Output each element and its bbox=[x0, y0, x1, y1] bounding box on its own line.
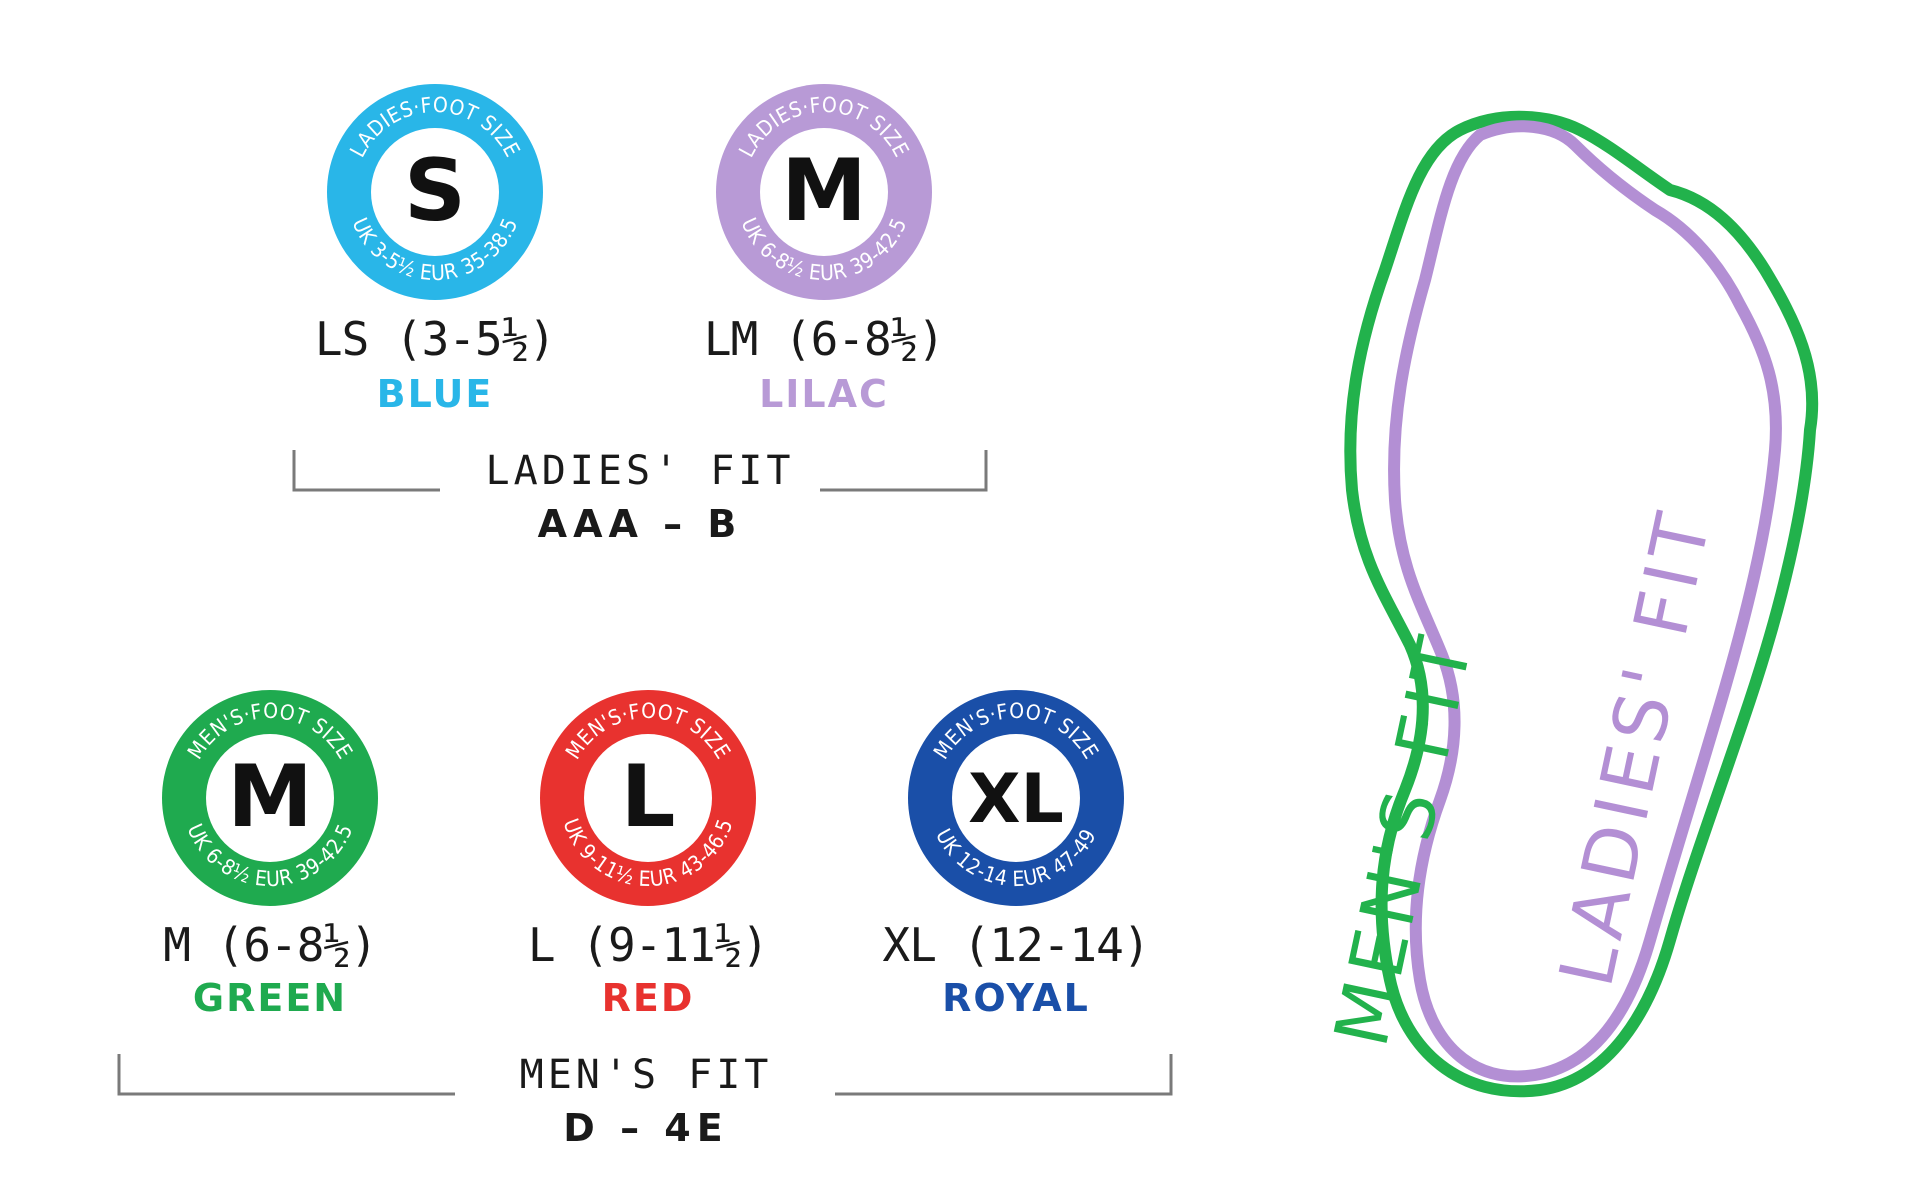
ladies-fit-title: LADIES' FIT bbox=[485, 448, 795, 494]
size-label-xl: XL (12-14) bbox=[882, 918, 1151, 972]
color-label-blue: BLUE bbox=[376, 372, 494, 416]
mens-fit-title: MEN'S FIT bbox=[519, 1052, 773, 1098]
badge-mens-large: MEN'S·FOOT SIZE UK 9-11½ EUR 43-46.5 L bbox=[538, 688, 758, 908]
foot-ladies-fit-label: LADIES' FIT bbox=[1543, 501, 1728, 994]
size-label-m: M (6-8½) bbox=[163, 918, 378, 972]
size-label-l: L (9-11½) bbox=[527, 918, 769, 972]
badge-letter: S bbox=[404, 141, 466, 241]
badge-ladies-medium: LADIES·FOOT SIZE UK 6-8½ EUR 39-42.5 M bbox=[714, 82, 934, 302]
size-label-ls: LS (3-5½) bbox=[314, 312, 556, 366]
size-label-lm: LM (6-8½) bbox=[703, 312, 945, 366]
ladies-foot-outline bbox=[1388, 120, 1782, 1083]
badge-letter: M bbox=[227, 747, 313, 847]
color-label-lilac: LILAC bbox=[759, 372, 889, 416]
badge-ladies-small: LADIES·FOOT SIZE UK 3-5½ EUR 35-38.5 S bbox=[325, 82, 545, 302]
color-label-green: GREEN bbox=[192, 976, 348, 1020]
color-label-red: RED bbox=[601, 976, 695, 1020]
badge-mens-medium: MEN'S·FOOT SIZE UK 6-8½ EUR 39-42.5 M bbox=[160, 688, 380, 908]
foot-outline-illustration: MEN'S FIT LADIES' FIT bbox=[1318, 110, 1819, 1098]
mens-fit-width: D – 4E bbox=[563, 1106, 729, 1150]
foot-mens-fit-label: MEN'S FIT bbox=[1318, 625, 1490, 1054]
color-label-royal: ROYAL bbox=[942, 976, 1090, 1020]
badge-mens-xlarge: MEN'S·FOOT SIZE UK 12-14 EUR 47-49 XL bbox=[906, 688, 1126, 908]
ladies-fit-width: AAA – B bbox=[537, 502, 743, 546]
mens-fit-bracket bbox=[117, 1054, 1173, 1096]
mens-foot-outline bbox=[1344, 110, 1819, 1098]
badge-letter: XL bbox=[968, 760, 1064, 839]
badge-letter: M bbox=[781, 141, 867, 241]
ladies-fit-bracket bbox=[292, 450, 988, 492]
badge-letter: L bbox=[621, 747, 676, 847]
